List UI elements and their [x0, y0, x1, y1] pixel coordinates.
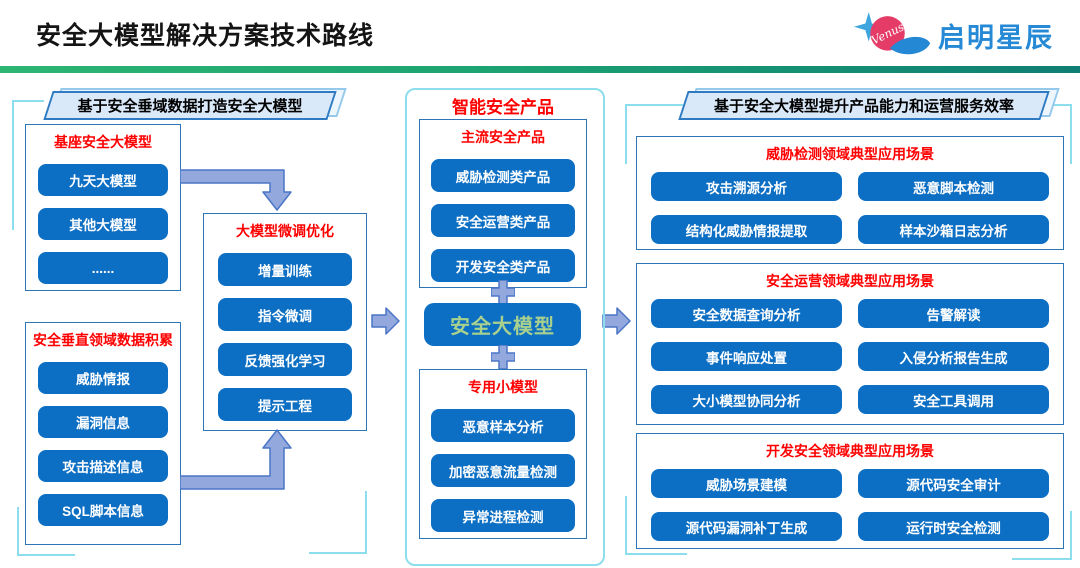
devsec-scenarios-box: 开发安全领域典型应用场景 威胁场景建模 源代码安全审计 源代码漏洞补丁生成 运行…	[636, 433, 1064, 549]
right-section-title: 基于安全大模型提升产品能力和运营服务效率	[713, 98, 1014, 115]
title-divider	[0, 66, 1080, 73]
flow-arrow-left-to-middle-icon	[371, 307, 400, 335]
plus-icon	[491, 345, 515, 369]
pill-malicious-script-detection: 恶意脚本检测	[858, 172, 1049, 201]
pill-security-tool-invocation: 安全工具调用	[858, 385, 1049, 414]
secops-scenarios-box: 安全运营领域典型应用场景 安全数据查询分析 告警解读 事件响应处置 入侵分析报告…	[636, 263, 1064, 425]
mainstream-products-title: 主流安全产品	[461, 129, 545, 145]
pill-rlhf: 反馈强化学习	[218, 343, 352, 376]
small-models-box: 专用小模型 恶意样本分析 加密恶意流量检测 异常进程检测	[419, 369, 587, 539]
elbow-arrow-down-icon	[180, 169, 292, 211]
pill-secops-products: 安全运营类产品	[431, 204, 575, 237]
elbow-arrow-up-icon	[180, 429, 292, 490]
pill-intrusion-report-generation: 入侵分析报告生成	[858, 342, 1049, 371]
corner-bracket-right-bl	[625, 496, 687, 555]
pill-devsec-products: 开发安全类产品	[431, 249, 575, 282]
venus-logo-icon: Venus	[853, 12, 931, 55]
mainstream-products-box: 主流安全产品 威胁检测类产品 安全运营类产品 开发安全类产品	[419, 119, 587, 288]
venus-swoosh-icon	[890, 36, 931, 55]
venustech-logo: Venus 启明星辰	[849, 7, 1054, 63]
page-title: 安全大模型解决方案技术路线	[36, 22, 375, 50]
venus-globe-icon	[870, 16, 905, 51]
pill-incremental-training: 增量训练	[218, 253, 352, 286]
pill-security-data-query: 安全数据查询分析	[651, 299, 842, 328]
corner-bracket-left-bl	[17, 507, 75, 556]
pill-runtime-security-detection: 运行时安全检测	[858, 512, 1049, 541]
pill-attack-tracing: 攻击溯源分析	[651, 172, 842, 201]
pill-threat-modeling: 威胁场景建模	[651, 469, 842, 498]
smart-products-frame	[405, 88, 605, 566]
pill-jiutian-model: 九天大模型	[38, 164, 168, 196]
pill-vuln-info: 漏洞信息	[38, 406, 168, 438]
security-llm-box: 安全大模型	[424, 303, 581, 346]
pill-other-models: 其他大模型	[38, 208, 168, 240]
base-model-box-title: 基座安全大模型	[54, 134, 152, 150]
pill-encrypted-traffic-detection: 加密恶意流量检测	[431, 454, 575, 487]
threat-detection-scenarios-title: 威胁检测领域典型应用场景	[766, 146, 934, 162]
finetune-box-title: 大模型微调优化	[236, 223, 334, 239]
corner-bracket-left-br	[309, 491, 367, 554]
corner-bracket-right-tl	[625, 104, 683, 164]
secops-scenarios-grid: 安全数据查询分析 告警解读 事件响应处置 入侵分析报告生成 大小模型协同分析 安…	[651, 299, 1049, 414]
devsec-scenarios-title: 开发安全领域典型应用场景	[766, 443, 934, 459]
pill-model-collaboration-analysis: 大小模型协同分析	[651, 385, 842, 414]
left-section-banner: 基于安全垂域数据打造安全大模型	[43, 88, 347, 120]
devsec-scenarios-grid: 威胁场景建模 源代码安全审计 源代码漏洞补丁生成 运行时安全检测	[651, 469, 1049, 541]
security-data-box: 安全垂直领域数据积累 威胁情报 漏洞信息 攻击描述信息 SQL脚本信息	[25, 322, 181, 545]
pill-instruction-tuning: 指令微调	[218, 298, 352, 331]
threat-detection-scenarios-grid: 攻击溯源分析 恶意脚本检测 结构化威胁情报提取 样本沙箱日志分析	[651, 172, 1049, 244]
pill-malware-sample-analysis: 恶意样本分析	[431, 409, 575, 442]
venus-star-icon	[853, 12, 884, 42]
corner-bracket-right-br	[1012, 511, 1072, 560]
left-section-title: 基于安全垂域数据打造安全大模型	[77, 98, 303, 115]
flow-arrow-middle-to-right-icon	[602, 307, 631, 335]
pill-source-code-audit: 源代码安全审计	[858, 469, 1049, 498]
right-section-banner: 基于安全大模型提升产品能力和运营服务效率	[678, 88, 1060, 120]
pill-prompt-engineering: 提示工程	[218, 388, 352, 421]
pill-more-ellipsis: ......	[38, 252, 168, 284]
base-model-box: 基座安全大模型 九天大模型 其他大模型 ......	[25, 124, 181, 291]
pill-incident-response: 事件响应处置	[651, 342, 842, 371]
pill-vuln-patch-generation: 源代码漏洞补丁生成	[651, 512, 842, 541]
corner-bracket-left-tl	[12, 100, 44, 230]
pill-abnormal-process-detection: 异常进程检测	[431, 499, 575, 532]
pill-threat-detection-products: 威胁检测类产品	[431, 159, 575, 192]
pill-alert-interpretation: 告警解读	[858, 299, 1049, 328]
secops-scenarios-title: 安全运营领域典型应用场景	[766, 273, 934, 289]
corner-bracket-right-tr	[1044, 104, 1072, 164]
pill-sandbox-log-analysis: 样本沙箱日志分析	[858, 215, 1049, 244]
threat-detection-scenarios-box: 威胁检测领域典型应用场景 攻击溯源分析 恶意脚本检测 结构化威胁情报提取 样本沙…	[636, 136, 1064, 250]
pill-sql-script: SQL脚本信息	[38, 494, 168, 526]
finetune-box: 大模型微调优化 增量训练 指令微调 反馈强化学习 提示工程	[203, 213, 367, 431]
pill-structured-intel-extraction: 结构化威胁情报提取	[651, 215, 842, 244]
security-data-box-title: 安全垂直领域数据积累	[33, 332, 173, 348]
smart-products-title: 智能安全产品	[452, 98, 554, 117]
plus-icon	[491, 280, 515, 304]
brand-name: 启明星辰	[938, 22, 1054, 53]
small-models-title: 专用小模型	[468, 379, 538, 395]
pill-threat-intel: 威胁情报	[38, 362, 168, 394]
pill-attack-desc: 攻击描述信息	[38, 450, 168, 482]
